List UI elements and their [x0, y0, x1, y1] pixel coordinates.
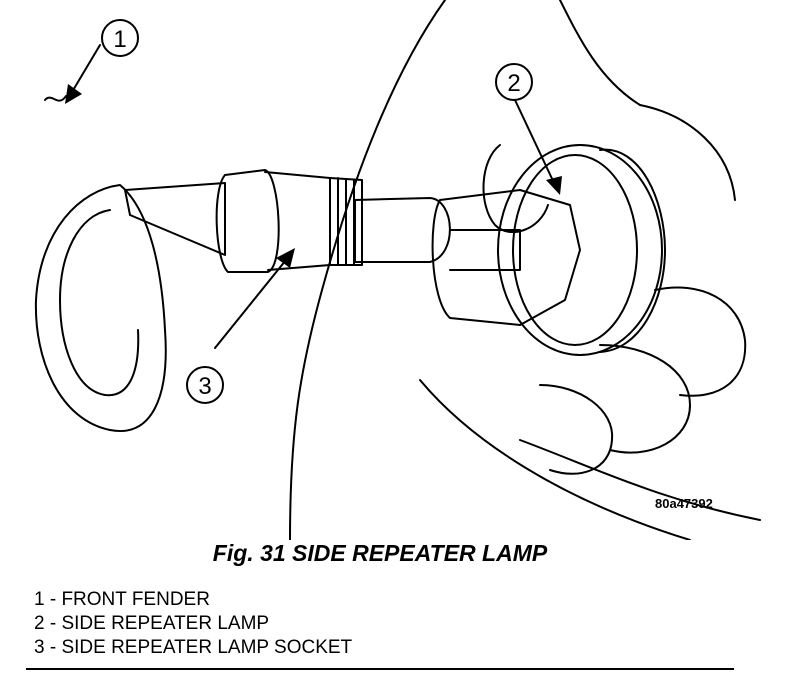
lamp-housing-dome: [599, 148, 666, 353]
callout-number-1: 1: [113, 26, 126, 53]
figure-reference-id: 80a47392: [655, 496, 713, 511]
bulb-base: [431, 189, 581, 326]
lower-fender-line: [519, 439, 761, 521]
hand-thumb: [482, 144, 549, 234]
wheel-arch-line: [419, 379, 691, 540]
fender-contour-line: [289, 0, 446, 540]
illustration: 1 2 3: [34, 0, 761, 540]
legend-item: 1 - FRONT FENDER: [34, 589, 210, 610]
socket-collar: [215, 169, 280, 273]
arrow-head: [546, 176, 562, 195]
legend: 1 - FRONT FENDER 2 - SIDE REPEATER LAMP …: [34, 588, 352, 660]
socket-body: [264, 171, 331, 271]
lamp-housing: [497, 144, 663, 356]
fender-upper-curve: [559, 0, 641, 106]
callout-circle: [186, 366, 224, 404]
callout-circle: [495, 63, 533, 101]
bottom-rule: [26, 668, 734, 670]
callout-circle: [101, 19, 139, 57]
legend-item: 2 - SIDE REPEATER LAMP: [34, 613, 270, 634]
fender-right-curve: [639, 104, 736, 201]
hand-finger-1: [654, 286, 747, 397]
hand-finger-2: [599, 344, 691, 454]
callout-number-3: 3: [198, 373, 211, 400]
bulb-base-tab: [449, 229, 521, 271]
callout-3-leader: [214, 254, 291, 349]
lamp-housing-rim: [512, 154, 638, 346]
wire-harness: [124, 182, 226, 256]
legend-item: 3 - SIDE REPEATER LAMP SOCKET: [34, 637, 353, 658]
callout-2-leader: [514, 99, 556, 186]
opening-inner: [59, 209, 140, 397]
callout-1-leader: [71, 44, 101, 93]
hand-finger-3: [539, 384, 614, 475]
fender-squiggle: [44, 95, 67, 102]
arrow-head: [276, 248, 295, 268]
figure-caption: Fig. 31 SIDE REPEATER LAMP: [212, 540, 548, 566]
callout-number-2: 2: [507, 70, 520, 97]
bulb-glass: [354, 197, 451, 263]
arrow-head: [65, 84, 82, 104]
fender-opening: [34, 184, 167, 433]
